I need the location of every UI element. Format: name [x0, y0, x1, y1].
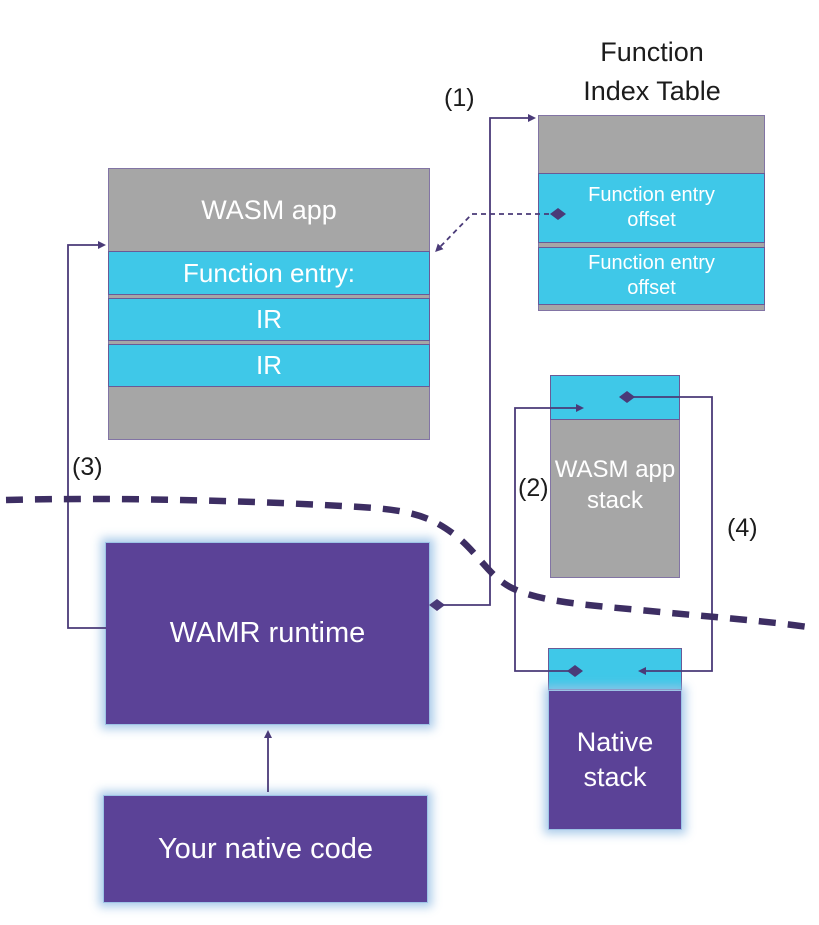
- native-stack-box: Native stack: [548, 648, 682, 830]
- wamr-runtime-box: WAMR runtime: [105, 542, 430, 725]
- annotation-3: (3): [72, 453, 103, 482]
- native-code-label: Your native code: [158, 832, 373, 865]
- wasm-app-box: WASM app Function entry: IR IR: [108, 168, 430, 440]
- annotation-2: (2): [518, 474, 549, 503]
- annotation-4: (4): [727, 514, 758, 542]
- function-index-table-title: Function Index Table: [583, 37, 721, 107]
- wasm-app-row-ir-1: IR: [108, 298, 430, 341]
- native-stack-top-bar: [548, 648, 682, 690]
- native-stack-body: Native stack: [548, 690, 682, 830]
- wasm-app-stack-label: WASM app stack: [554, 456, 676, 515]
- native-code-box: Your native code: [103, 795, 428, 903]
- wasm-app-row-ir-2: IR: [108, 344, 430, 387]
- wasm-app-title: WASM app: [201, 195, 337, 225]
- wasm-app-row-function-entry: Function entry:: [108, 251, 430, 295]
- wasm-app-stack-box: WASM app stack: [550, 375, 680, 578]
- wasm-app-stack-top-bar: [550, 375, 680, 420]
- function-index-table-row-2: Function entry offset: [538, 247, 765, 305]
- function-index-table-row-1: Function entry offset: [538, 173, 765, 243]
- wamr-runtime-label: WAMR runtime: [169, 617, 366, 649]
- native-stack-label: Native stack: [576, 726, 654, 792]
- function-index-table-box: Function entry offset Function entry off…: [538, 115, 765, 311]
- annotation-1: (1): [444, 84, 475, 112]
